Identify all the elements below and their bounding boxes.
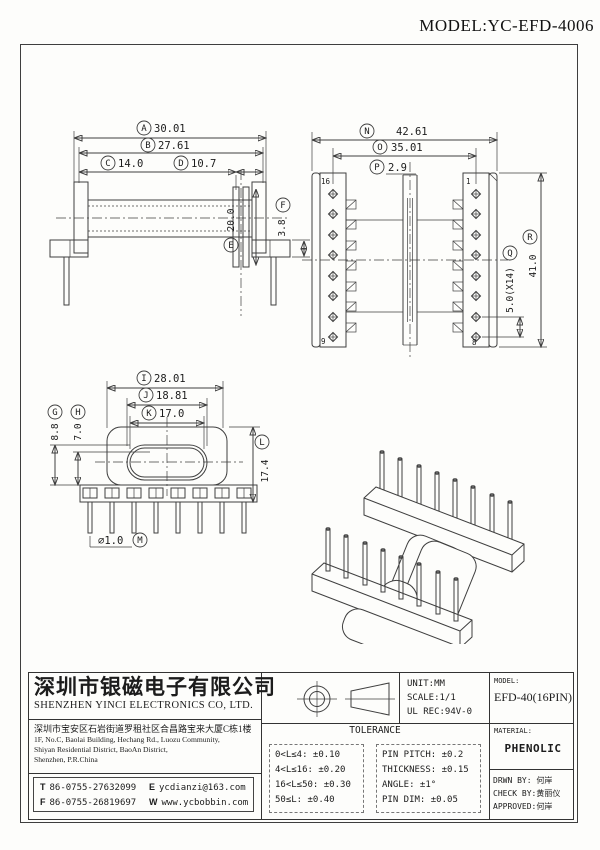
end-view: I 28.01 J 18.81 K 17.0 G H 8.8 7.0 bbox=[47, 370, 271, 548]
web-label: W bbox=[149, 797, 158, 807]
title-block: 深圳市银磁电子有限公司 SHENZHEN YINCI ELECTRONICS C… bbox=[28, 672, 574, 820]
tel-value: 86-0755-27632099 bbox=[49, 783, 137, 793]
dim-l-value: 17.4 bbox=[260, 459, 271, 482]
dim-g-value: 8.8 bbox=[50, 423, 61, 440]
dim-h-letter: H bbox=[75, 408, 80, 418]
dim-i-letter: I bbox=[141, 374, 146, 384]
dim-b-letter: B bbox=[145, 141, 150, 151]
isometric-view bbox=[311, 450, 525, 644]
dim-j-value: 18.81 bbox=[156, 390, 188, 402]
material-value: PHENOLIC bbox=[504, 742, 562, 755]
dim-a-value: 30.01 bbox=[154, 123, 186, 135]
pin-number-16: 16 bbox=[321, 177, 331, 186]
tolerance-table-left: 0<L≤4: ±0.10 4<L≤16: ±0.20 16<L≤50: ±0.3… bbox=[269, 744, 364, 813]
sheet-model-header: MODEL:YC-EFD-4006 bbox=[419, 16, 594, 35]
front-view: A 30.01 B 27.61 C 14.0 D 10.7 bbox=[49, 120, 310, 316]
dim-k-value: 17.0 bbox=[159, 408, 184, 420]
dim-p-value: 2.9 bbox=[388, 162, 407, 174]
tolerance-table-right: PIN PITCH: ±0.2 THICKNESS: ±0.15 ANGLE: … bbox=[376, 744, 481, 813]
dim-a-letter: A bbox=[141, 124, 147, 134]
dim-j-letter: J bbox=[143, 391, 148, 401]
address-en-line1: 1F, No.C, Baolai Building, Hechang Rd., … bbox=[34, 735, 220, 744]
top-view: N 42.61 O 35.01 P 2.9 bbox=[302, 123, 547, 358]
dim-r-letter: R bbox=[527, 233, 533, 243]
email-label: E bbox=[149, 782, 156, 792]
dim-n-letter: N bbox=[364, 127, 369, 137]
fax-label: F bbox=[40, 797, 46, 807]
tolerance-row: THICKNESS: ±0.15 bbox=[382, 765, 469, 775]
dim-q-letter: Q bbox=[507, 249, 512, 259]
tolerance-row: 4<L≤16: ±0.20 bbox=[275, 765, 346, 775]
dim-q-value: 5.0(X14) bbox=[505, 267, 516, 313]
address-en-line3: Shenzhen, P.R.China bbox=[34, 755, 98, 764]
tolerance-row: 0<L≤4: ±0.10 bbox=[275, 750, 341, 760]
dim-e-letter: E bbox=[228, 241, 233, 251]
dim-m-value: ⌀1.0 bbox=[98, 535, 123, 547]
ul-line: UL REC:94V-0 bbox=[407, 707, 473, 717]
dim-l-letter: L bbox=[259, 438, 264, 448]
scale-line: SCALE:1/1 bbox=[407, 693, 456, 703]
check-by-row: CHECK BY:黄丽仪 bbox=[493, 789, 561, 798]
tolerance-row: 50≤L: ±0.40 bbox=[275, 795, 335, 805]
dim-p-letter: P bbox=[374, 163, 380, 173]
tolerance-row: PIN DIM: ±0.05 bbox=[382, 795, 458, 805]
pin-number-9: 9 bbox=[321, 337, 326, 346]
model-label: MODEL: bbox=[494, 677, 520, 685]
company-block: 深圳市银磁电子有限公司 SHENZHEN YINCI ELECTRONICS C… bbox=[34, 674, 276, 711]
address-cn: 深圳市宝安区石岩街道罗租社区合昌路宝来大厦C栋1楼 bbox=[34, 724, 252, 734]
email-value: ycdianzi@163.com bbox=[159, 783, 246, 793]
dim-n-value: 42.61 bbox=[396, 126, 428, 138]
tolerance-title: TOLERANCE bbox=[349, 725, 401, 736]
material-cell: MATERIAL: PHENOLIC bbox=[494, 727, 572, 755]
tolerance-row: PIN PITCH: ±0.2 bbox=[382, 750, 464, 760]
address-en-line2: Shiyan Residential District, BaoAn Distr… bbox=[34, 745, 168, 754]
material-label: MATERIAL: bbox=[494, 727, 532, 735]
dim-c-value: 14.0 bbox=[118, 158, 143, 170]
dim-b-value: 27.61 bbox=[158, 140, 190, 152]
pin-number-1: 1 bbox=[466, 177, 471, 186]
technical-drawing: A 30.01 B 27.61 C 14.0 D 10.7 bbox=[47, 120, 547, 644]
unit-line: UNIT:MM bbox=[407, 679, 445, 689]
dim-o-value: 35.01 bbox=[391, 142, 423, 154]
dim-r-value: 41.0 bbox=[528, 254, 539, 277]
dim-h-value: 7.0 bbox=[73, 423, 84, 440]
approved-by-row: APPROVED:何岸 bbox=[493, 802, 553, 811]
projection-symbol-cell bbox=[261, 673, 399, 723]
tolerance-row: 16<L≤50: ±0.30 bbox=[275, 780, 351, 790]
dim-i-value: 28.01 bbox=[154, 373, 186, 385]
address-block: 深圳市宝安区石岩街道罗租社区合昌路宝来大厦C栋1楼 1F, No.C, Baol… bbox=[34, 722, 260, 765]
company-name-en: SHENZHEN YINCI ELECTRONICS CO, LTD. bbox=[34, 700, 254, 711]
dim-g-letter: G bbox=[52, 408, 57, 418]
dim-m-letter: M bbox=[137, 536, 143, 546]
dim-c-letter: C bbox=[105, 159, 110, 169]
drawing-frame bbox=[20, 44, 578, 823]
fax-value: 86-0755-26819697 bbox=[49, 798, 137, 808]
web-value: www.ycbobbin.com bbox=[161, 798, 249, 808]
dim-o-letter: O bbox=[377, 143, 382, 153]
pin-number-8: 8 bbox=[472, 338, 477, 347]
dim-d-letter: D bbox=[178, 159, 183, 169]
tel-label: T bbox=[40, 782, 46, 792]
dim-f-letter: F bbox=[280, 201, 285, 211]
dim-f-value: 3.8 bbox=[277, 219, 288, 236]
drawn-by-row: DRWN BY: 何岸 bbox=[493, 776, 553, 785]
dim-d-value: 10.7 bbox=[191, 158, 216, 170]
model-value: EFD-40(16PIN) bbox=[494, 690, 572, 704]
company-name-cn: 深圳市银磁电子有限公司 bbox=[34, 675, 276, 699]
signature-cell: DRWN BY: 何岸 CHECK BY:黄丽仪 APPROVED:何岸 bbox=[493, 774, 573, 813]
model-cell: MODEL: EFD-40(16PIN) bbox=[494, 677, 572, 705]
dim-e-value: 20.0 bbox=[226, 208, 237, 231]
tolerance-row: ANGLE: ±1° bbox=[382, 780, 437, 790]
third-angle-projection-icon bbox=[297, 681, 395, 717]
dim-k-letter: K bbox=[146, 409, 152, 419]
unit-info-cell: UNIT:MM SCALE:1/1 UL REC:94V-0 bbox=[399, 673, 489, 723]
